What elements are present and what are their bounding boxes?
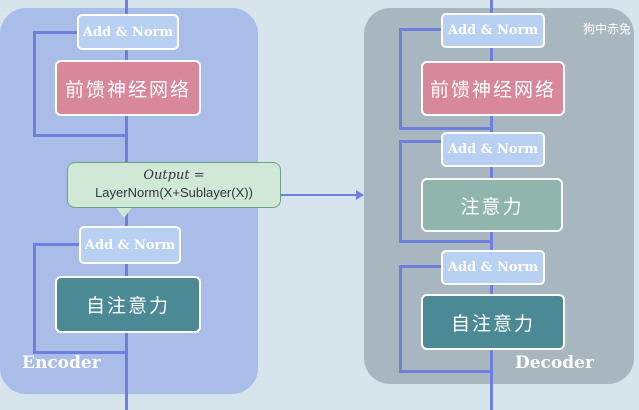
encoder-decoder-arrow [258, 194, 358, 196]
callout-output-label: Output = [143, 168, 205, 183]
decoder-label: Decoder [515, 353, 594, 373]
decoder-residual-bottom-bottom [399, 370, 490, 373]
watermark: 狗中赤兔 [583, 22, 632, 36]
encoder-add-norm-top: Add & Norm [77, 14, 179, 50]
callout-formula: LayerNorm(X+Sublayer(X)) [95, 185, 253, 200]
encoder-residual-upper-v [33, 31, 36, 137]
encoder-residual-lower-bottom [33, 351, 125, 354]
encoder-residual-upper-bottom [33, 134, 125, 137]
decoder-residual-bottom-v [399, 265, 402, 373]
decoder-add-norm-middle: Add & Norm [441, 132, 545, 167]
decoder-self-attention-block: 自注意力 [421, 294, 565, 350]
encoder-residual-lower-top [33, 243, 79, 246]
decoder-residual-top-v [399, 28, 402, 130]
formula-callout: Output = LayerNorm(X+Sublayer(X)) [67, 162, 281, 208]
decoder-residual-top-bottom [399, 127, 490, 130]
decoder-residual-top-top [399, 28, 443, 31]
encoder-residual-upper-top [33, 31, 79, 34]
decoder-attention-block: 注意力 [421, 178, 563, 232]
decoder-residual-mid-top [399, 140, 443, 143]
decoder-residual-bottom-top [399, 265, 443, 268]
decoder-feed-forward-block: 前馈神经网络 [421, 61, 565, 116]
encoder-add-norm-bottom: Add & Norm [79, 226, 181, 264]
decoder-add-norm-bottom: Add & Norm [441, 250, 545, 285]
decoder-residual-mid-bottom [399, 240, 490, 243]
callout-tail [115, 206, 133, 218]
encoder-label: Encoder [22, 353, 101, 373]
encoder-feed-forward-block: 前馈神经网络 [55, 60, 201, 116]
encoder-self-attention-block: 自注意力 [55, 276, 201, 333]
decoder-add-norm-top: Add & Norm [441, 13, 545, 48]
arrowhead-icon [356, 190, 364, 200]
decoder-residual-mid-v [399, 140, 402, 243]
encoder-residual-lower-v [33, 243, 36, 354]
